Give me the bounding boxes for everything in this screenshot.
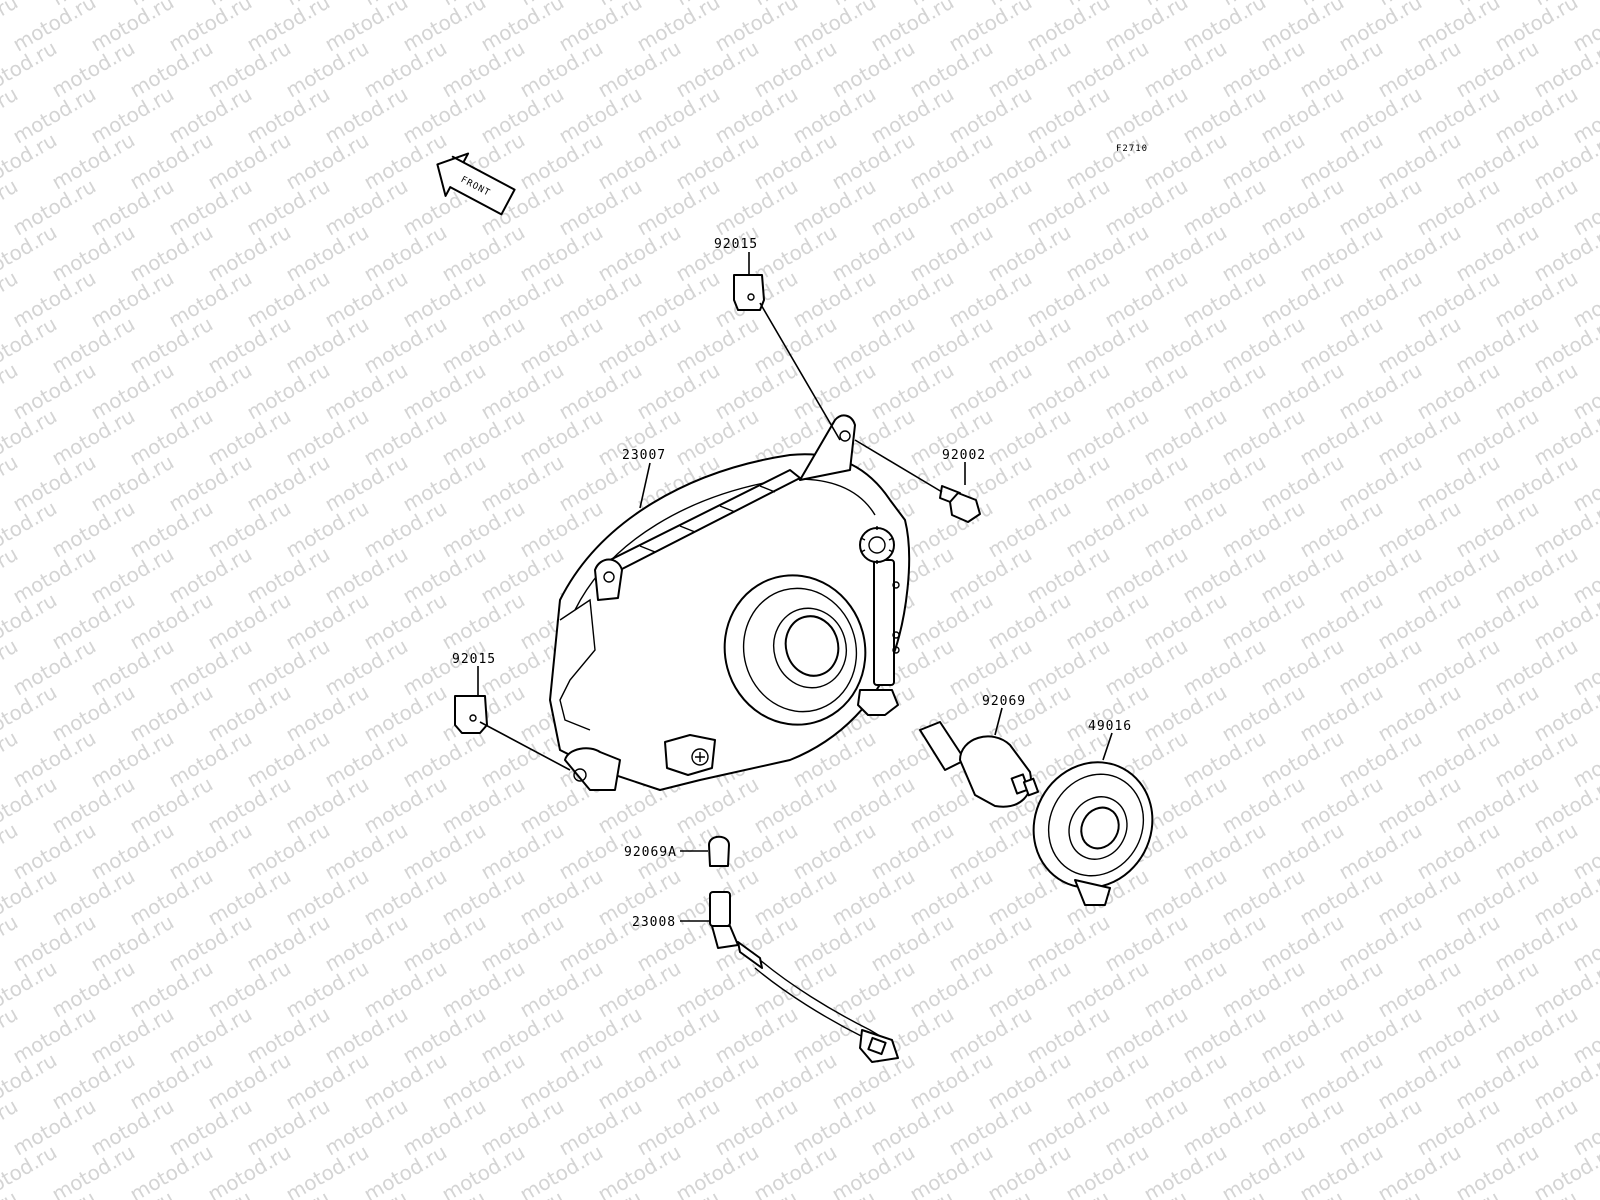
clip-top (733, 274, 765, 311)
bulb-cover (1032, 761, 1154, 906)
part-label-92069a: 92069A (624, 845, 677, 860)
leader-lines (477, 252, 1113, 922)
part-label-92015-left: 92015 (452, 652, 496, 667)
bulb (919, 721, 1040, 808)
part-label-92069: 92069 (982, 694, 1026, 709)
front-arrow-icon: FRONT (436, 152, 516, 216)
clip-left (454, 695, 488, 734)
part-label-92002: 92002 (942, 448, 986, 463)
position-bulb (708, 835, 730, 867)
socket-assy (709, 891, 899, 1063)
part-label-23007: 23007 (622, 448, 666, 463)
bolt (939, 485, 981, 523)
part-label-23008: 23008 (632, 915, 676, 930)
headlight-unit (549, 414, 911, 791)
part-label-49016: 49016 (1088, 719, 1132, 734)
figure-code: F2710 (1116, 144, 1148, 154)
part-label-92015-top: 92015 (714, 237, 758, 252)
